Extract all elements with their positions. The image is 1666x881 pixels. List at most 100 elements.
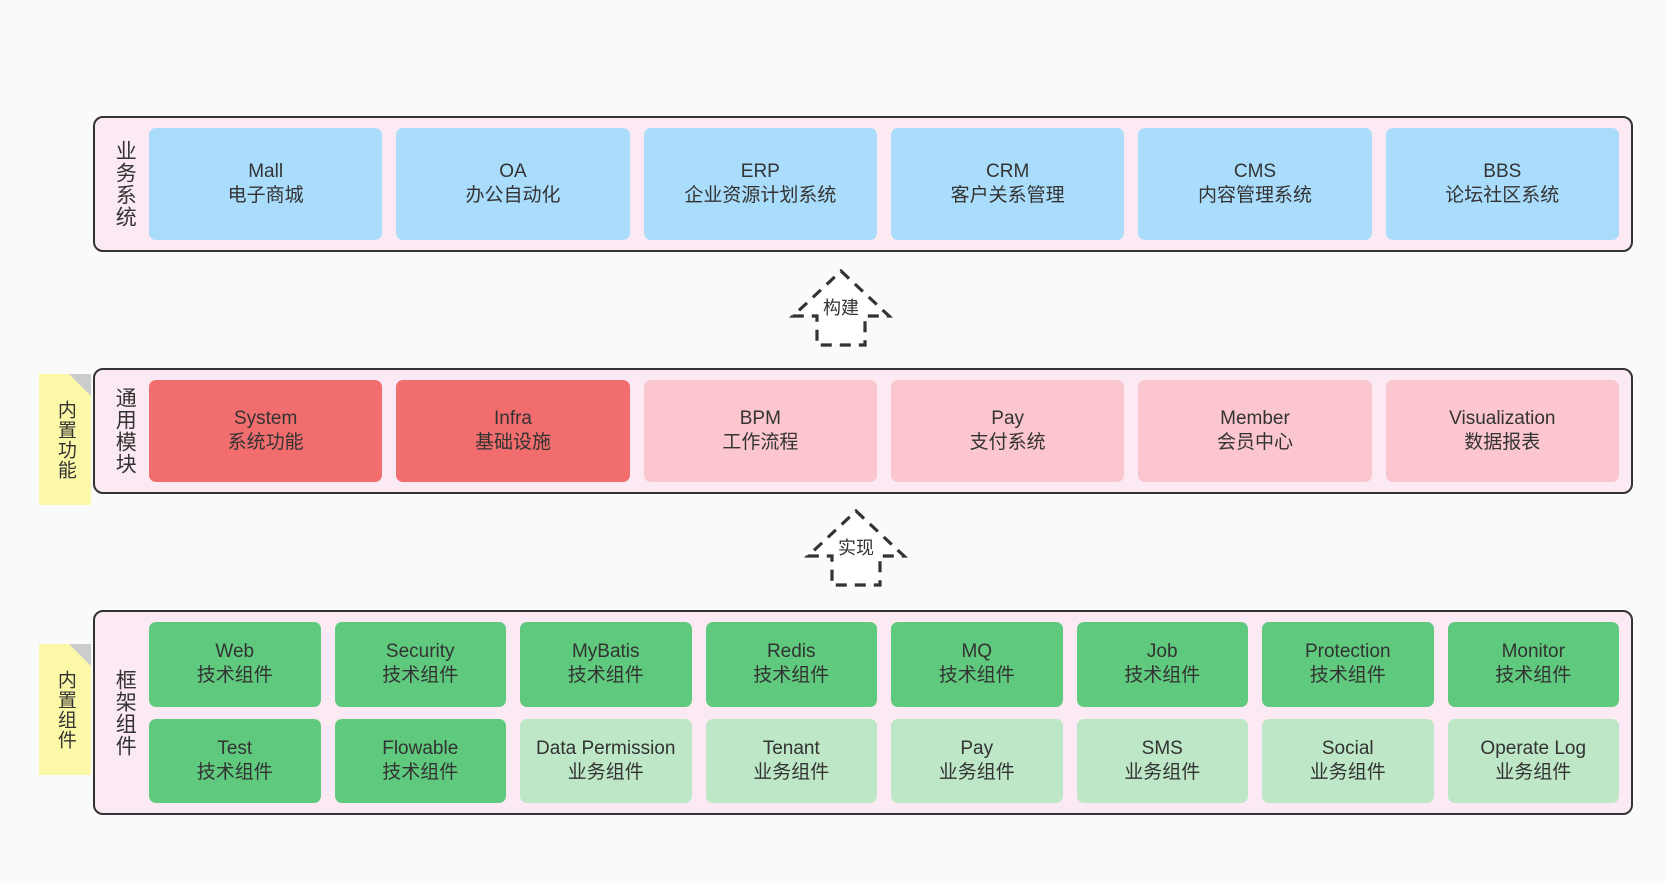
card-grid-business-system: Mall 电子商城 OA 办公自动化 ERP 企业资源计划系统 CRM 客户关系… xyxy=(141,128,1619,240)
card-row: Web 技术组件 Security 技术组件 MyBatis 技术组件 Redi… xyxy=(149,622,1619,707)
card-subtitle: 技术组件 xyxy=(753,665,830,687)
card-job[interactable]: Job 技术组件 xyxy=(1076,622,1248,707)
arrow-build: 构建 xyxy=(788,268,894,348)
card-oa[interactable]: OA 办公自动化 xyxy=(396,128,630,240)
card-sms[interactable]: SMS 业务组件 xyxy=(1076,718,1248,803)
card-subtitle: 技术组件 xyxy=(382,665,459,687)
card-title: System xyxy=(233,408,298,430)
card-subtitle: 业务组件 xyxy=(1309,761,1386,783)
card-social[interactable]: Social 业务组件 xyxy=(1262,718,1434,803)
arrow-up-icon xyxy=(788,268,894,347)
card-grid-framework-components: Web 技术组件 Security 技术组件 MyBatis 技术组件 Redi… xyxy=(141,622,1619,803)
card-title: Protection xyxy=(1304,641,1391,663)
card-title: Monitor xyxy=(1501,641,1565,663)
card-security[interactable]: Security 技术组件 xyxy=(334,622,506,707)
layer-title-business-system: 业务系统 xyxy=(113,140,137,228)
card-subtitle: 数据报表 xyxy=(1464,432,1541,453)
card-bbs[interactable]: BBS 论坛社区系统 xyxy=(1385,128,1619,240)
card-data-permission[interactable]: Data Permission 业务组件 xyxy=(520,718,692,803)
card-subtitle: 基础设施 xyxy=(474,432,551,453)
card-redis[interactable]: Redis 技术组件 xyxy=(705,622,877,707)
card-subtitle: 技术组件 xyxy=(196,761,273,783)
card-title: Pay xyxy=(991,408,1025,430)
layer-title-common-modules: 通用模块 xyxy=(113,387,137,475)
card-title: Tenant xyxy=(762,737,820,759)
note-label: 内置功能 xyxy=(54,399,76,480)
card-flowable[interactable]: Flowable 技术组件 xyxy=(334,718,506,803)
card-subtitle: 电子商城 xyxy=(227,185,304,206)
card-monitor[interactable]: Monitor 技术组件 xyxy=(1447,622,1619,707)
card-subtitle: 技术组件 xyxy=(938,665,1015,687)
card-pay[interactable]: Pay 支付系统 xyxy=(890,380,1125,482)
card-protection[interactable]: Protection 技术组件 xyxy=(1262,622,1434,707)
arrow-up-icon xyxy=(803,508,909,587)
card-title: Infra xyxy=(493,408,532,430)
arrow-label: 实现 xyxy=(838,538,874,558)
arrow-implement: 实现 xyxy=(803,508,909,588)
card-title: Social xyxy=(1321,737,1374,759)
card-infra[interactable]: Infra 基础设施 xyxy=(396,380,630,482)
card-test[interactable]: Test 技术组件 xyxy=(149,718,321,803)
card-operate-log[interactable]: Operate Log 业务组件 xyxy=(1447,718,1619,803)
card-row: Mall 电子商城 OA 办公自动化 ERP 企业资源计划系统 CRM 客户关系… xyxy=(149,128,1619,240)
card-subtitle: 企业资源计划系统 xyxy=(684,185,837,206)
card-tenant[interactable]: Tenant 业务组件 xyxy=(705,718,877,803)
note-label: 内置组件 xyxy=(54,669,76,750)
card-cms[interactable]: CMS 内容管理系统 xyxy=(1138,128,1372,240)
card-title: Operate Log xyxy=(1480,737,1587,759)
card-row: Test 技术组件 Flowable 技术组件 Data Permission … xyxy=(149,718,1619,803)
card-subtitle: 业务组件 xyxy=(938,761,1015,783)
card-mall[interactable]: Mall 电子商城 xyxy=(149,128,383,240)
card-title: Flowable xyxy=(382,737,459,759)
card-title: CMS xyxy=(1233,161,1277,183)
card-subtitle: 业务组件 xyxy=(567,761,644,783)
card-title: Redis xyxy=(766,641,816,663)
card-title: CRM xyxy=(986,161,1030,183)
card-subtitle: 支付系统 xyxy=(969,432,1046,453)
arrow-label: 构建 xyxy=(823,298,859,318)
card-subtitle: 论坛社区系统 xyxy=(1445,185,1560,206)
card-crm[interactable]: CRM 客户关系管理 xyxy=(890,128,1125,240)
card-subtitle: 客户关系管理 xyxy=(950,185,1065,206)
card-title: Test xyxy=(217,737,253,759)
card-title: Visualization xyxy=(1449,408,1556,430)
card-erp[interactable]: ERP 企业资源计划系统 xyxy=(643,128,877,240)
card-title: MQ xyxy=(961,641,993,663)
card-visualization[interactable]: Visualization 数据报表 xyxy=(1385,380,1619,482)
card-title: SMS xyxy=(1141,737,1183,759)
layer-framework-components[interactable]: 框架组件 Web 技术组件 Security 技术组件 MyBatis 技术组件… xyxy=(93,610,1633,815)
card-title: Web xyxy=(215,641,255,663)
card-row: System 系统功能 Infra 基础设施 BPM 工作流程 Pay 支付系统… xyxy=(149,380,1619,482)
layer-title-framework-components: 框架组件 xyxy=(113,668,137,757)
card-subtitle: 业务组件 xyxy=(1124,761,1201,783)
card-subtitle: 技术组件 xyxy=(1124,665,1201,687)
card-member[interactable]: Member 会员中心 xyxy=(1138,380,1372,482)
card-subtitle: 技术组件 xyxy=(1309,665,1386,687)
card-system[interactable]: System 系统功能 xyxy=(149,380,383,482)
card-web[interactable]: Web 技术组件 xyxy=(149,622,321,707)
card-title: MyBatis xyxy=(571,641,640,663)
card-mq[interactable]: MQ 技术组件 xyxy=(891,622,1063,707)
card-subtitle: 业务组件 xyxy=(1495,761,1572,783)
card-subtitle: 办公自动化 xyxy=(465,185,561,206)
card-title: ERP xyxy=(740,161,780,183)
card-bpm[interactable]: BPM 工作流程 xyxy=(643,380,877,482)
note-builtin-function[interactable]: 内置功能 xyxy=(39,374,91,505)
card-grid-common-modules: System 系统功能 Infra 基础设施 BPM 工作流程 Pay 支付系统… xyxy=(141,380,1619,482)
card-title: Job xyxy=(1146,641,1178,663)
card-title: OA xyxy=(499,161,527,183)
card-mybatis[interactable]: MyBatis 技术组件 xyxy=(520,622,692,707)
layer-common-modules[interactable]: 通用模块 System 系统功能 Infra 基础设施 BPM 工作流程 Pay… xyxy=(93,368,1633,494)
card-subtitle: 技术组件 xyxy=(1495,665,1572,687)
layer-business-system[interactable]: 业务系统 Mall 电子商城 OA 办公自动化 ERP 企业资源计划系统 CRM… xyxy=(93,116,1633,252)
card-subtitle: 技术组件 xyxy=(196,665,273,687)
card-subtitle: 技术组件 xyxy=(567,665,644,687)
card-title: Mall xyxy=(248,161,284,183)
card-title: BBS xyxy=(1483,161,1522,183)
card-subtitle: 系统功能 xyxy=(227,432,304,453)
note-builtin-component[interactable]: 内置组件 xyxy=(39,644,91,775)
card-pay-business[interactable]: Pay 业务组件 xyxy=(891,718,1063,803)
card-title: BPM xyxy=(739,408,781,430)
card-title: Pay xyxy=(960,737,994,759)
